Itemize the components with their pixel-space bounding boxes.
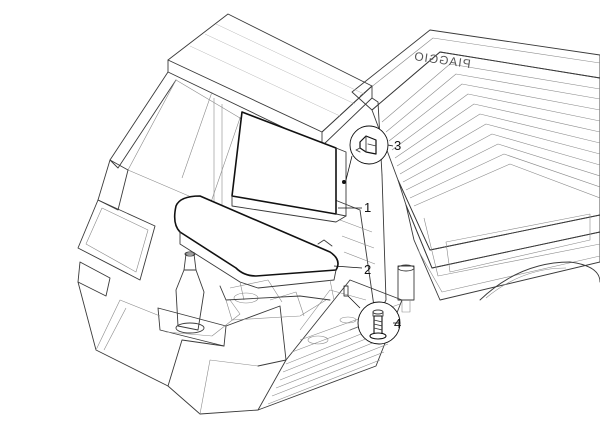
- clip-detail-icon: [355, 135, 377, 155]
- callout-3: 3: [394, 138, 401, 153]
- callout-4: 4: [394, 316, 401, 331]
- screw-detail: [347, 295, 401, 345]
- seat-backrest: [231, 111, 347, 223]
- bed-floor-ribs: [381, 63, 600, 207]
- callout-2: 2: [364, 262, 371, 277]
- cab-floor: [257, 279, 403, 411]
- callout-1: 1: [364, 200, 371, 215]
- clip-detail: [345, 125, 394, 181]
- seat-cushion: [173, 195, 339, 321]
- cargo-bed: [351, 29, 600, 313]
- clip-mount-point: [342, 180, 346, 184]
- callout-2-leader: [333, 265, 363, 269]
- screw-detail-icon: [369, 309, 387, 340]
